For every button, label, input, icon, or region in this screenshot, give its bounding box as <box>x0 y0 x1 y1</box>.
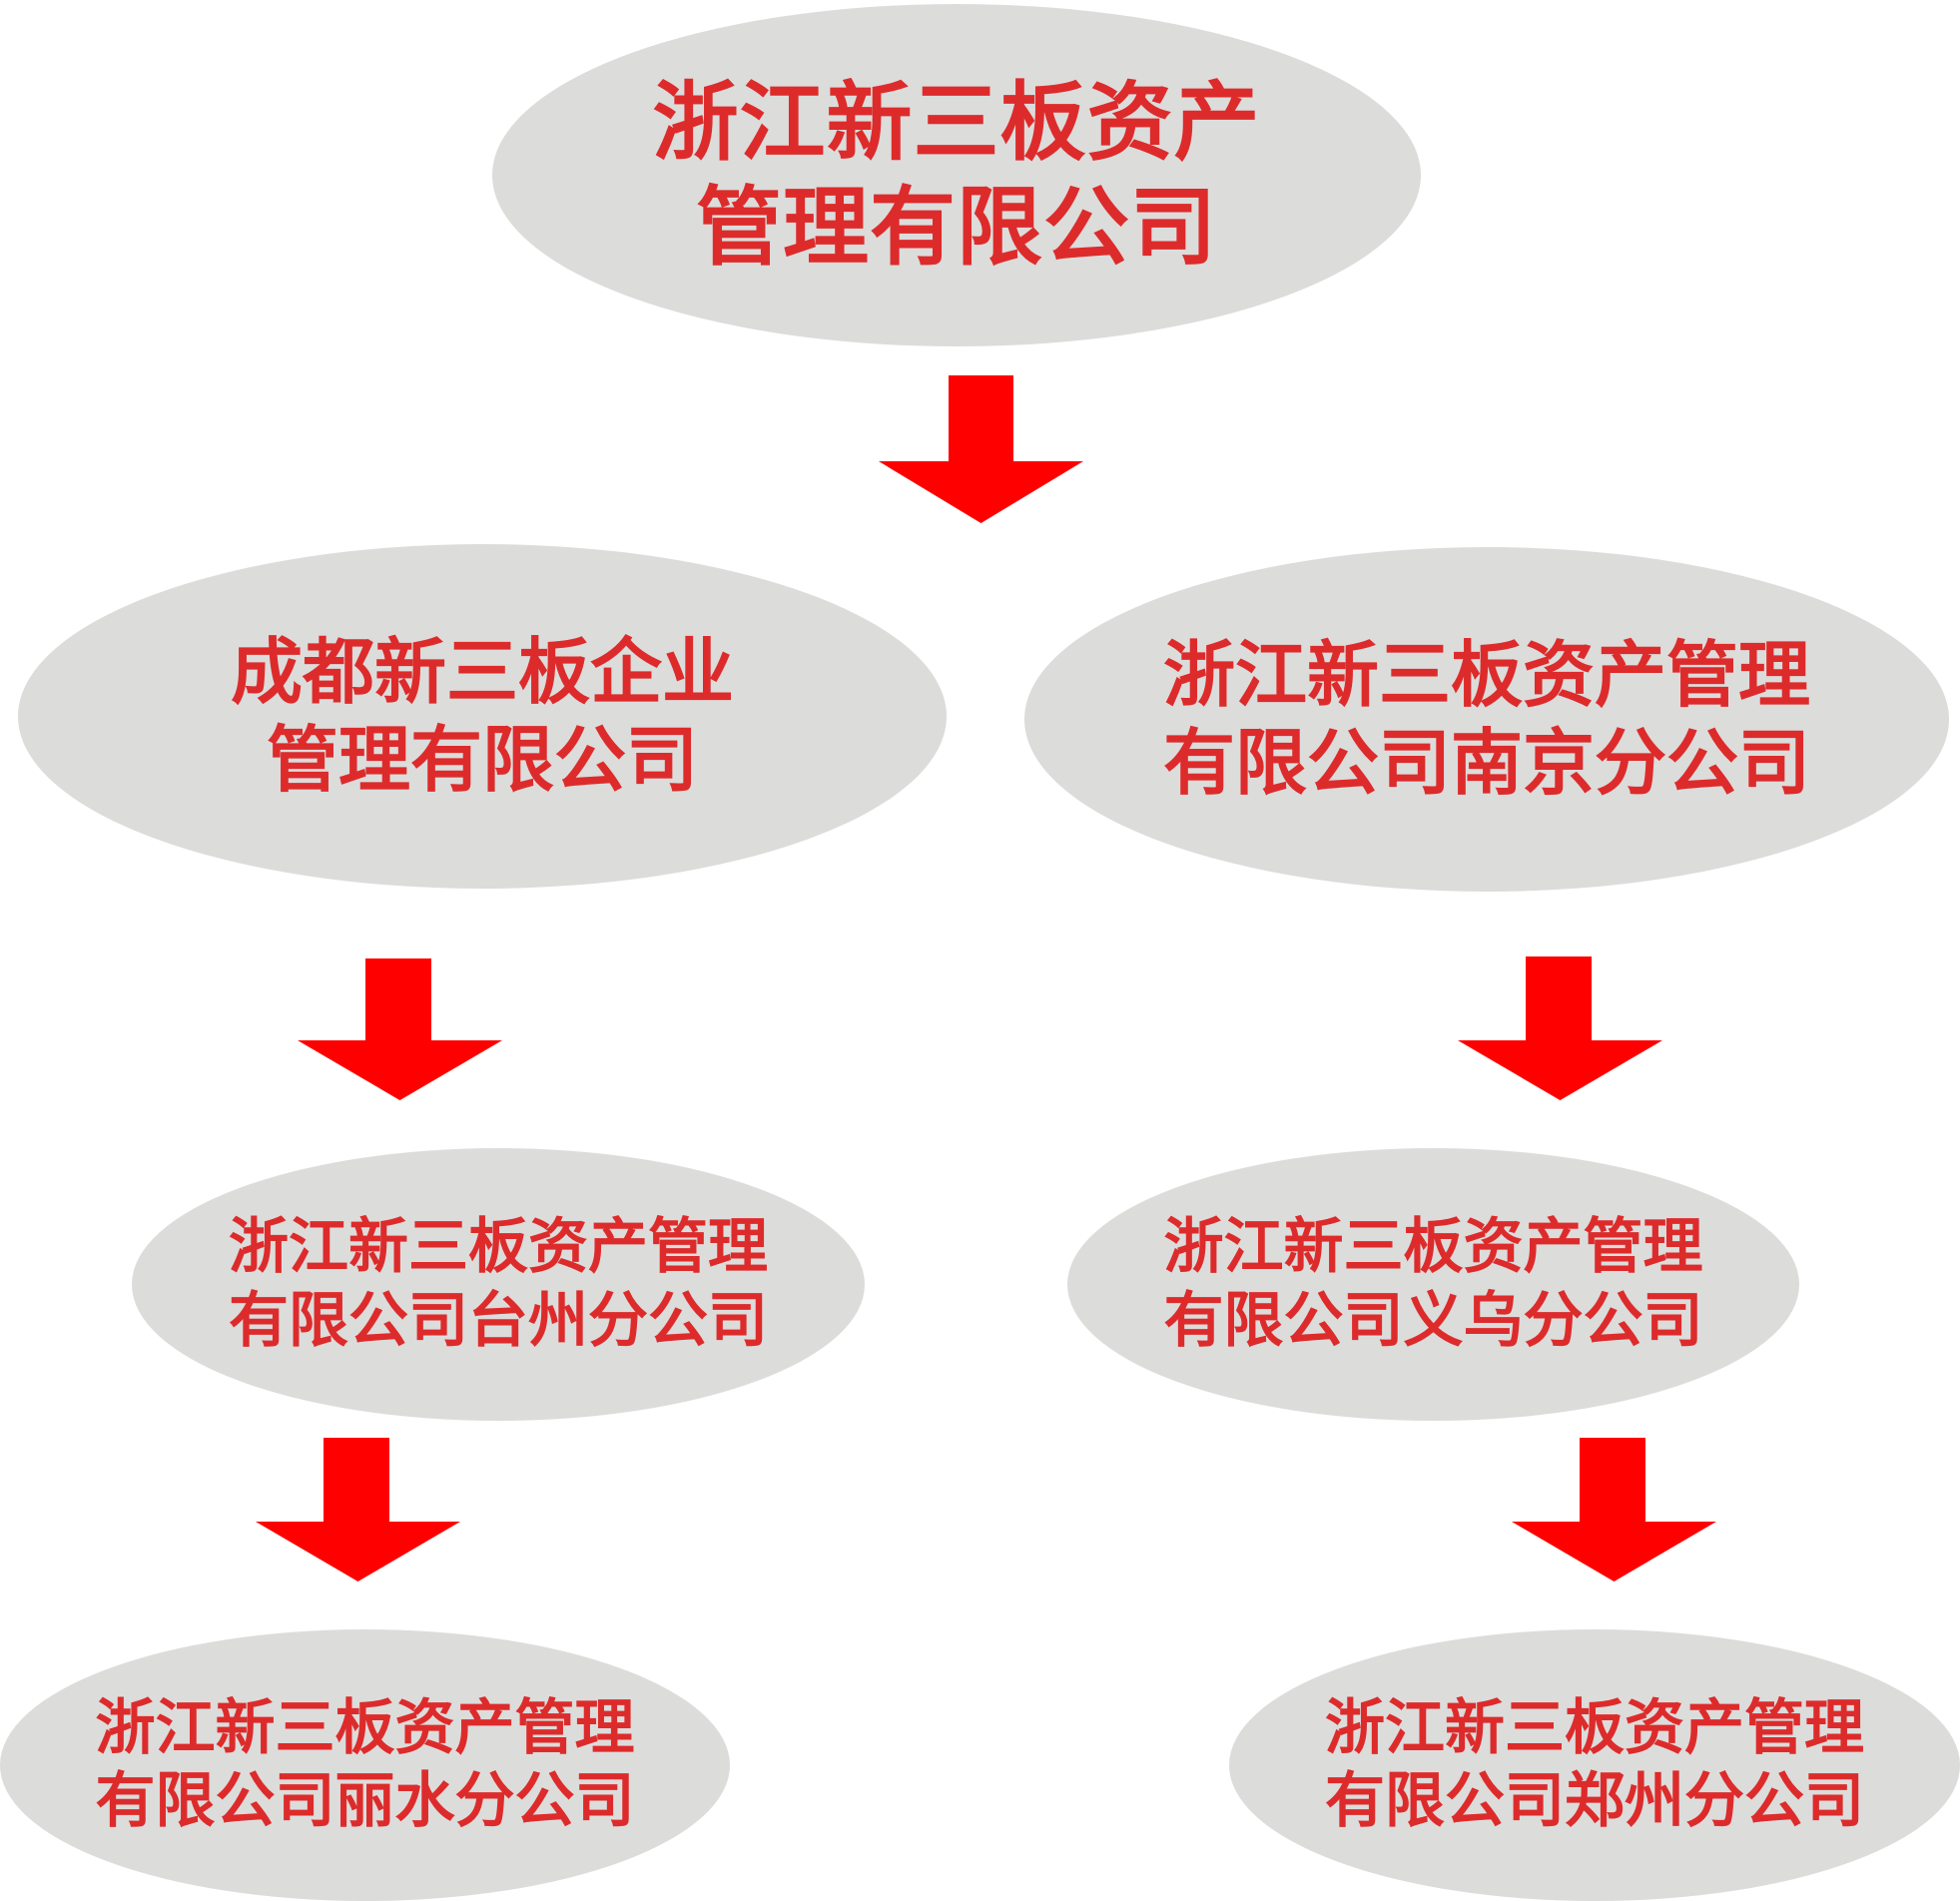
arrow-down-icon <box>879 375 1083 523</box>
node-root-line1: 浙江新三板资产 <box>652 72 1261 173</box>
arrow-down-icon <box>298 958 502 1100</box>
node-chengdu: 成都新三板企业 管理有限公司 <box>18 544 947 889</box>
node-root-line2: 管理有限公司 <box>696 177 1217 278</box>
node-nanjing: 浙江新三板资产管理 有限公司南京分公司 <box>1024 547 1949 892</box>
node-zhengzhou-line1: 浙江新三板资产管理 <box>1325 1692 1864 1763</box>
node-nanjing-line2: 有限公司南京分公司 <box>1162 720 1810 805</box>
node-taizhou-line2: 有限公司台州分公司 <box>229 1285 768 1356</box>
node-chengdu-line2: 管理有限公司 <box>266 717 698 802</box>
arrow-down-icon <box>1458 956 1662 1100</box>
node-nanjing-line1: 浙江新三板资产管理 <box>1162 632 1810 717</box>
node-lishui-line1: 浙江新三板资产管理 <box>95 1692 635 1763</box>
node-lishui-line2: 有限公司丽水分公司 <box>95 1766 635 1836</box>
node-chengdu-line1: 成都新三板企业 <box>230 629 734 714</box>
arrow-down-icon <box>256 1438 460 1582</box>
node-taizhou: 浙江新三板资产管理 有限公司台州分公司 <box>132 1148 865 1421</box>
node-lishui: 浙江新三板资产管理 有限公司丽水分公司 <box>0 1629 730 1901</box>
node-yiwu: 浙江新三板资产管理 有限公司义乌分公司 <box>1067 1148 1799 1421</box>
arrow-down-icon <box>1512 1438 1716 1582</box>
node-taizhou-line1: 浙江新三板资产管理 <box>229 1212 768 1283</box>
node-yiwu-line2: 有限公司义乌分公司 <box>1163 1285 1703 1356</box>
node-yiwu-line1: 浙江新三板资产管理 <box>1163 1212 1703 1283</box>
node-root: 浙江新三板资产 管理有限公司 <box>492 4 1421 346</box>
node-zhengzhou: 浙江新三板资产管理 有限公司郑州分公司 <box>1229 1629 1960 1901</box>
node-zhengzhou-line2: 有限公司郑州分公司 <box>1325 1766 1864 1836</box>
